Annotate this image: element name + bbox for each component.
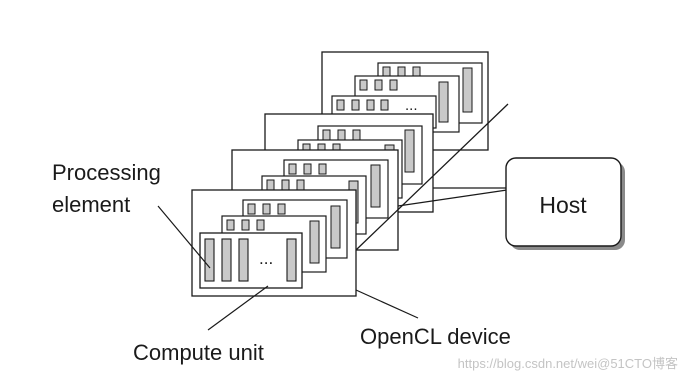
processing-element [286, 238, 297, 282]
processing-element [221, 238, 232, 282]
opencl-device-label: OpenCL device [360, 324, 511, 349]
processing-element-callout: Processing element [52, 160, 211, 269]
compute-unit-label: Compute unit [133, 340, 264, 365]
processing-element-label-line2: element [52, 192, 130, 217]
watermark-text: https://blog.csdn.net/wei@51CTO博客 [458, 356, 678, 371]
processing-element [204, 238, 215, 282]
ellipsis-back: ... [405, 97, 418, 114]
compute-unit-1-1: ... [199, 232, 303, 289]
host-connection-lines [355, 103, 509, 251]
compute-unit-leader-line [207, 285, 269, 331]
processing-element-label-line1: Processing [52, 160, 161, 185]
ellipsis-front: ... [259, 249, 273, 268]
host-label: Host [539, 192, 587, 218]
opencl-device-1: ... [191, 189, 357, 297]
opencl-device-leader-line [355, 289, 419, 319]
processing-element [238, 238, 249, 282]
host-box: Host [505, 157, 625, 250]
processing-element-group [204, 238, 297, 282]
opencl-device-callout: OpenCL device [355, 289, 511, 349]
processing-element-leader-line [157, 205, 211, 269]
compute-unit-callout: Compute unit [133, 285, 269, 365]
opencl-device-4: ... [321, 51, 489, 151]
